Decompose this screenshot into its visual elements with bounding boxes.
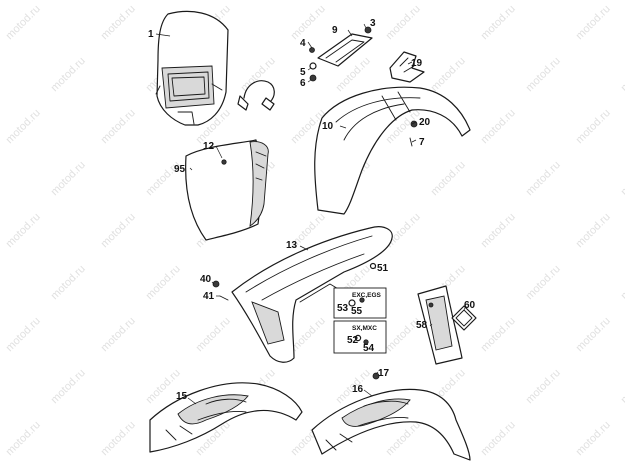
- watermark-text: motod.ru: [524, 55, 563, 94]
- watermark-text: motod.ru: [49, 263, 88, 302]
- watermark-text: motod.ru: [4, 315, 43, 354]
- watermark-text: motod.ru: [619, 55, 625, 94]
- callout-55: 55: [351, 306, 363, 317]
- watermark-text: motod.ru: [574, 3, 613, 42]
- watermark-text: motod.ru: [49, 55, 88, 94]
- callout-5: 5: [300, 67, 306, 78]
- callout-95: 95: [174, 164, 186, 175]
- callout-13: 13: [286, 240, 298, 251]
- headlight-clamp-part: [237, 80, 275, 111]
- watermark-text: motod.ru: [479, 3, 518, 42]
- watermark-text: motod.ru: [289, 315, 328, 354]
- callout-53: 53: [337, 303, 349, 314]
- leader-lines: [155, 23, 467, 405]
- watermark-text: motod.ru: [429, 55, 468, 94]
- watermark-text: motod.ru: [49, 367, 88, 406]
- watermark-text: motod.ru: [99, 211, 138, 250]
- callout-3: 3: [370, 18, 376, 29]
- callout-9: 9: [332, 25, 338, 36]
- callout-15: 15: [176, 391, 188, 402]
- watermark-text: motod.ru: [574, 107, 613, 146]
- watermark-text: motod.ru: [574, 315, 613, 354]
- watermark-text: motod.ru: [384, 419, 423, 458]
- callout-7: 7: [419, 137, 425, 148]
- watermark-text: motod.ru: [4, 107, 43, 146]
- number-plate-part: [185, 139, 269, 241]
- callout-4: 4: [300, 38, 306, 49]
- watermark-text: motod.ru: [49, 159, 88, 198]
- exc-egs-label: EXC,EGS: [352, 292, 382, 299]
- callout-58: 58: [416, 320, 428, 331]
- side-plate-part: [417, 285, 463, 365]
- watermark-text: motod.ru: [479, 211, 518, 250]
- exc-egs-kit-box: [333, 287, 387, 319]
- watermark-text: motod.ru: [4, 3, 43, 42]
- watermark-text: motod.ru: [99, 3, 138, 42]
- watermark-text: motod.ru: [99, 315, 138, 354]
- watermark-text: motod.ru: [619, 263, 625, 302]
- callout-40: 40: [200, 274, 212, 285]
- front-fender-part: [314, 86, 471, 215]
- watermark-text: motod.ru: [194, 315, 233, 354]
- sx-mxc-kit-box: [333, 320, 387, 354]
- callout-52: 52: [347, 335, 359, 346]
- watermark-text: motod.ru: [524, 159, 563, 198]
- watermark-text: motod.ru: [574, 211, 613, 250]
- watermark-text: motod.ru: [479, 419, 518, 458]
- watermark-text: motod.ru: [619, 367, 625, 406]
- callout-19: 19: [411, 58, 423, 69]
- rear-fender-part: [212, 226, 393, 363]
- right-radiator-spoiler-part: [311, 372, 471, 461]
- watermark-text: motod.ru: [429, 159, 468, 198]
- watermark-text: motod.ru: [4, 419, 43, 458]
- watermark-text: motod.ru: [4, 211, 43, 250]
- callout-16: 16: [352, 384, 364, 395]
- left-radiator-spoiler-part: [149, 382, 303, 453]
- watermark-text: motod.ru: [384, 3, 423, 42]
- watermark-text: motod.ru: [619, 159, 625, 198]
- watermark-text: motod.ru: [479, 107, 518, 146]
- watermark-text: motod.ru: [144, 263, 183, 302]
- headlight-mask-part: [155, 10, 229, 126]
- callout-1: 1: [148, 29, 154, 40]
- watermark-text: motod.ru: [479, 315, 518, 354]
- watermark-text: motod.ru: [524, 367, 563, 406]
- sx-mxc-label: SX,MXC: [352, 325, 377, 332]
- callout-17: 17: [378, 368, 390, 379]
- callout-60: 60: [464, 300, 476, 311]
- callout-labels: 1 3 4 5 6 7 9 10 12 13 15 16 17 19 20 40…: [148, 18, 476, 402]
- watermark-text: motod.ru: [524, 263, 563, 302]
- callout-54: 54: [363, 343, 375, 354]
- watermark-text: motod.ru: [99, 419, 138, 458]
- callout-20: 20: [419, 117, 431, 128]
- callout-10: 10: [322, 121, 334, 132]
- callout-41: 41: [203, 291, 215, 302]
- gasket-part: [451, 305, 477, 331]
- callout-12: 12: [203, 141, 215, 152]
- callout-6: 6: [300, 78, 306, 89]
- watermark-text: motod.ru: [289, 3, 328, 42]
- callout-51: 51: [377, 263, 389, 274]
- watermark-text: motod.ru: [574, 419, 613, 458]
- mount-bracket-part: [389, 51, 425, 83]
- watermark-text: motod.ru: [99, 107, 138, 146]
